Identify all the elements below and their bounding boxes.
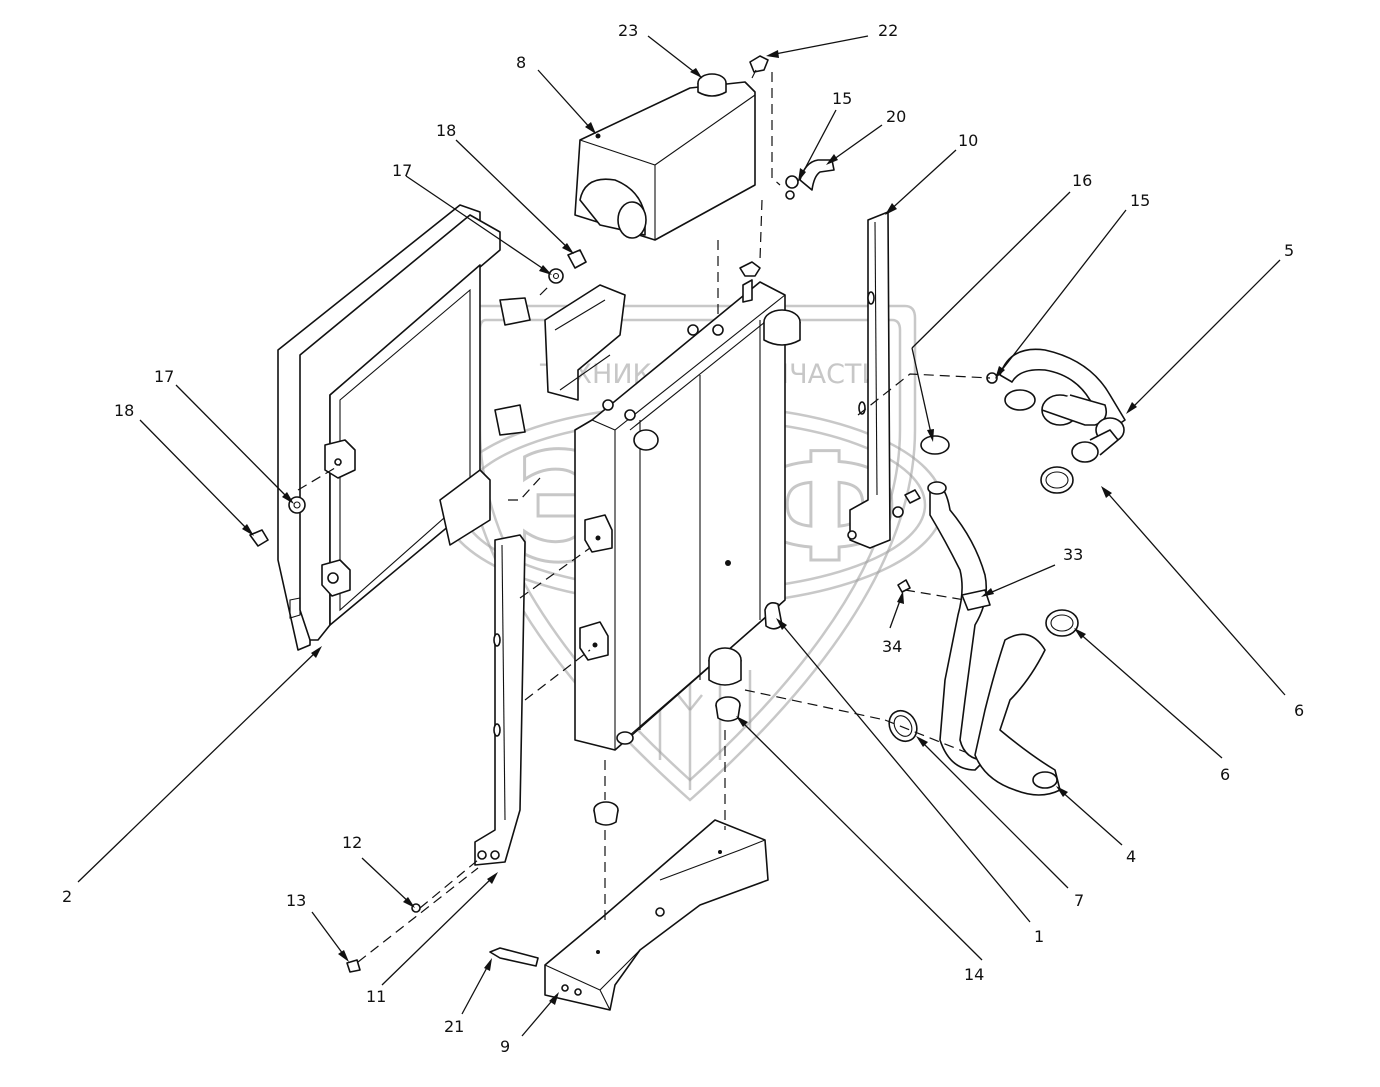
callout-14: 14 [964, 965, 984, 984]
callout-15-top: 15 [832, 89, 852, 108]
leader-lines [77, 35, 1286, 1037]
callout-9: 9 [500, 1037, 510, 1056]
bracket-top [544, 284, 626, 401]
callout-8: 8 [516, 53, 526, 72]
callout-33: 33 [1063, 545, 1083, 564]
callout-1: 1 [1034, 927, 1044, 946]
callout-15-right: 15 [1130, 191, 1150, 210]
hose-upper [927, 481, 991, 771]
clamp-6-lower [1045, 609, 1079, 637]
bolt-18-left [249, 529, 269, 547]
callout-20: 20 [886, 107, 906, 126]
mount-14-lower [593, 801, 619, 826]
fastener-34-group [892, 489, 921, 593]
callout-21: 21 [444, 1017, 464, 1036]
callout-17-left: 17 [154, 367, 174, 386]
callout-6-right: 6 [1294, 701, 1304, 720]
bolt-21 [489, 947, 539, 967]
clamp-6-upper [1040, 466, 1074, 494]
hose-fitting-20 [785, 159, 835, 200]
clamp-16 [920, 435, 950, 455]
bolt-18-top [567, 249, 587, 269]
expansion-tank [574, 73, 756, 241]
callout-11: 11 [366, 987, 386, 1006]
hose-lower-4 [974, 633, 1061, 796]
callout-5: 5 [1284, 241, 1294, 260]
callout-17-top: 17 [392, 161, 412, 180]
callout-4: 4 [1126, 847, 1136, 866]
clamp-7 [888, 709, 918, 743]
callout-10: 10 [958, 131, 978, 150]
callout-labels: 23 22 8 15 20 18 10 16 15 5 17 17 18 33 … [62, 21, 1304, 1056]
callout-6-lower: 6 [1220, 765, 1230, 784]
fitting-22 [749, 55, 769, 79]
callout-13: 13 [286, 891, 306, 910]
callout-2: 2 [62, 887, 72, 906]
side-bracket-left [474, 534, 526, 866]
washer-17-left [288, 496, 306, 514]
pipe-5 [986, 348, 1126, 463]
mount-14-upper [715, 696, 741, 722]
callout-18-left: 18 [114, 401, 134, 420]
washer-17-top [548, 268, 564, 284]
callout-7: 7 [1074, 891, 1084, 910]
callout-12: 12 [342, 833, 362, 852]
clip-top [739, 261, 761, 277]
radiator-core [574, 279, 801, 751]
callout-16: 16 [1072, 171, 1092, 190]
side-bracket-right [847, 211, 891, 549]
fan-shroud [277, 204, 531, 651]
callout-34: 34 [882, 637, 902, 656]
callout-22: 22 [878, 21, 898, 40]
bottom-bracket [544, 819, 769, 1011]
callout-18-top: 18 [436, 121, 456, 140]
bolt-13 [346, 959, 361, 973]
callout-23: 23 [618, 21, 638, 40]
